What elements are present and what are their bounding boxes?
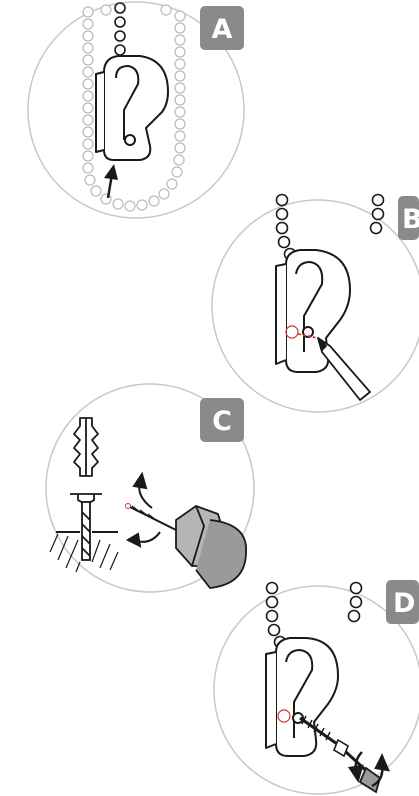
step-a-badge: A [200,6,244,50]
mark-icon [277,709,291,723]
wall-hatch [49,531,119,573]
step-d-label: D [393,588,415,619]
cord-tensioner-icon [275,249,351,373]
step-b-label: B [402,204,419,235]
step-d: D [213,580,419,795]
bead-chain-icon [275,193,385,261]
step-d-badge: D [386,580,419,624]
bead-chain-icon [82,4,186,212]
cord-tensioner-icon [265,637,339,757]
screwdriver-icon [344,750,382,794]
cord-tensioner-icon [95,55,169,161]
bead-chain-icon [265,581,363,649]
step-c-badge: C [200,398,244,442]
rotation-icon [125,471,161,548]
drill-bit-icon [70,493,102,561]
step-b: B [211,193,419,413]
step-b-badge: B [398,196,419,240]
drill-icon [127,505,247,589]
mark-icon [285,325,319,339]
screw-icon [299,715,349,758]
up-arrow-icon [104,164,118,199]
step-c: C [45,383,255,593]
wall-plug-icon [73,417,99,477]
pencil-icon [317,337,371,401]
step-a: A [27,1,245,219]
rotation-icon [347,751,390,788]
step-c-label: C [212,406,232,437]
step-a-label: A [212,14,233,45]
